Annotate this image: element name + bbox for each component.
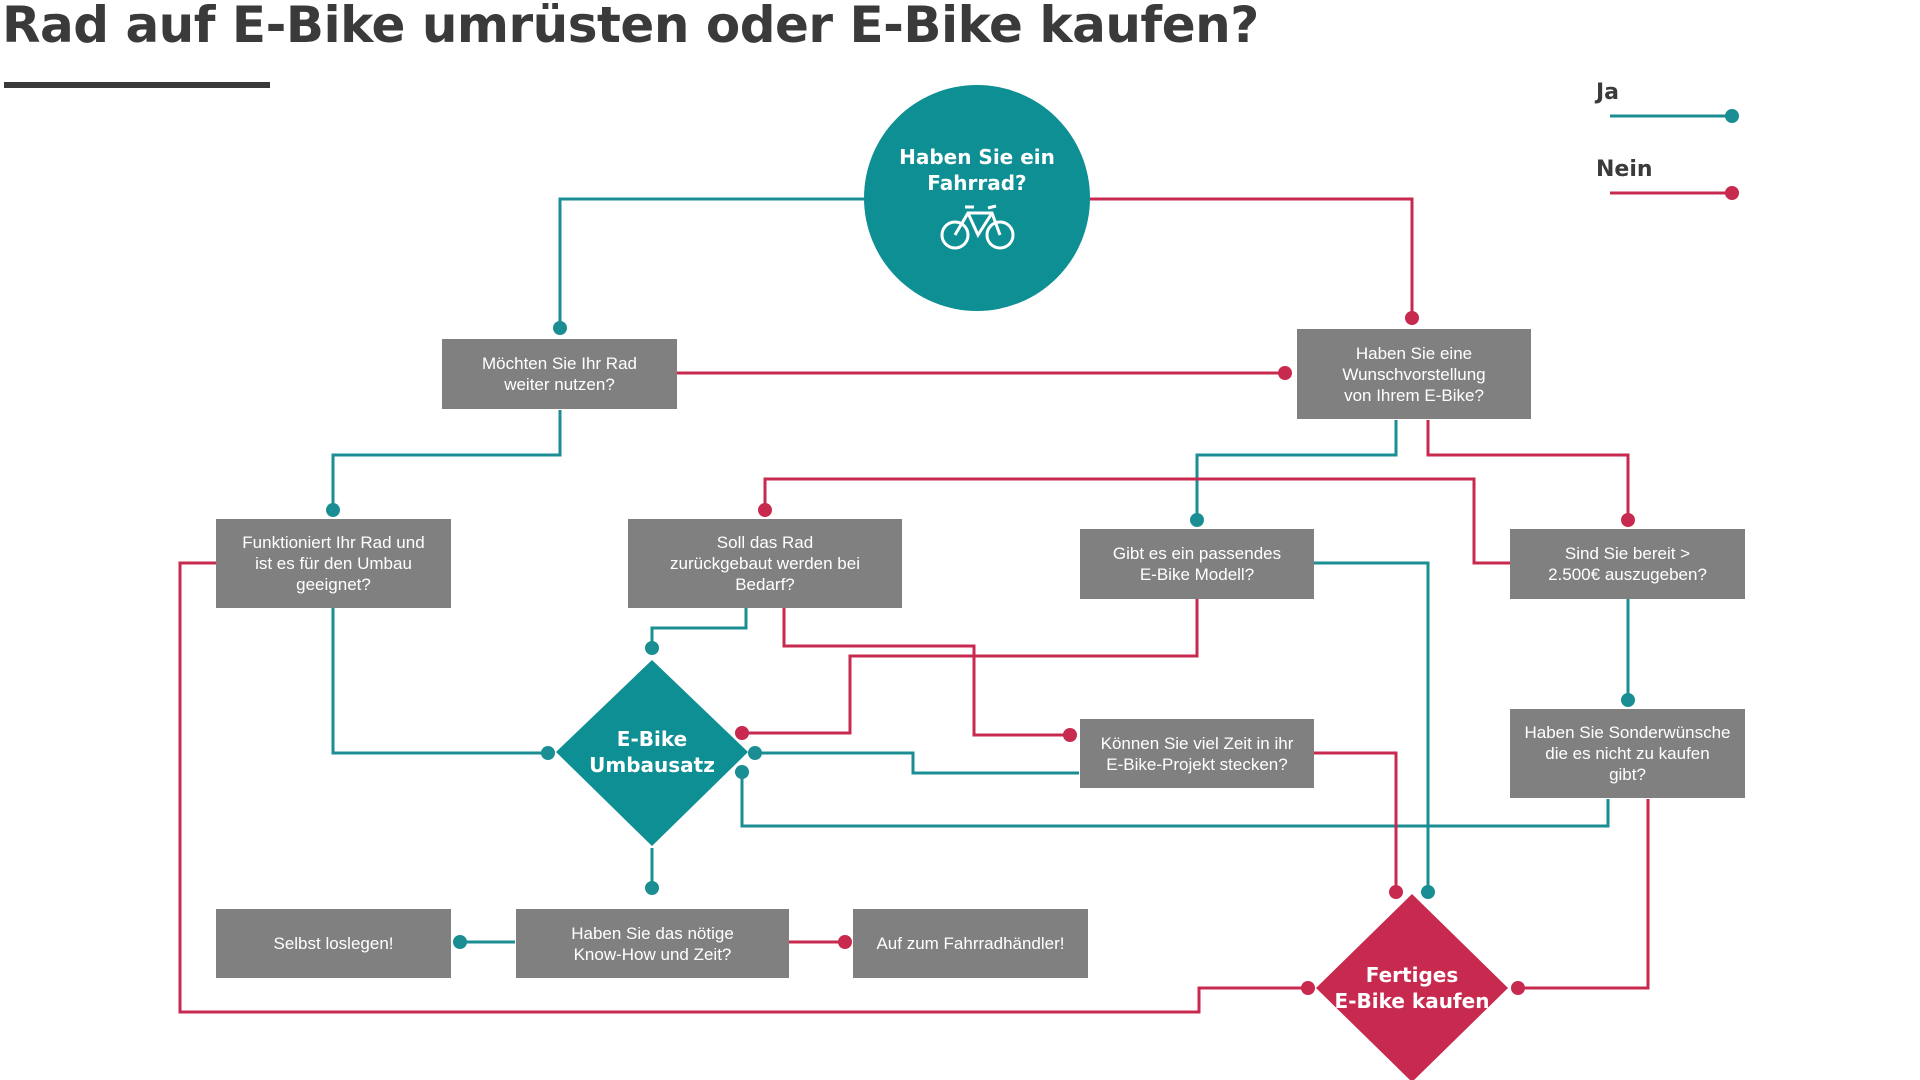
yes-connectors: [331, 197, 1630, 944]
question-wunschvorstellung: Haben Sie eine Wunschvorstellung von Ihr…: [1297, 329, 1531, 419]
connector-zurueckgebaut-to-zeit: [782, 608, 1070, 737]
connector-zeit-to-fertiges: [1313, 751, 1398, 892]
connector-modell-to-umbausatz: [742, 598, 1199, 735]
question-zurueckgebaut: Soll das Rad zurückgebaut werden bei Bed…: [628, 519, 902, 608]
no-connectors: [178, 197, 1650, 1014]
umbausatz-diamond: [556, 660, 748, 846]
connector-bereit-to-zurueckgebaut: [763, 477, 1510, 565]
connector-zurueckgebaut-to-umbausatz: [650, 608, 748, 648]
connector-funktioniert-to-fertiges: [178, 561, 1308, 1014]
page-title: Rad auf E-Bike umrüsten oder E-Bike kauf…: [2, 0, 1259, 54]
connector-start-to-wunsch: [1090, 197, 1414, 318]
connector-sonder-to-umbausatz: [740, 772, 1610, 828]
question-know-how: Haben Sie das nötige Know-How und Zeit?: [516, 909, 789, 978]
no-endpoints: [735, 311, 1635, 995]
question-viel-zeit: Können Sie viel Zeit in ihr E-Bike-Proje…: [1080, 719, 1314, 788]
connector-wunsch-to-bereit: [1426, 420, 1630, 520]
connector-wunsch-to-modell: [1195, 420, 1398, 520]
connector-zeit-to-umbausatz: [755, 751, 1079, 775]
connector-weiter-nutzen-to-funktioniert: [331, 410, 562, 510]
yes-endpoints: [326, 321, 1635, 949]
connector-modell-to-fertiges: [1313, 561, 1430, 892]
fertiges-diamond: [1316, 894, 1508, 1080]
outcome-umbausatz-label: E-Bike Umbausatz: [589, 727, 715, 777]
connector-start-to-weiter-nutzen: [558, 197, 866, 328]
bicycle-icon: [940, 204, 1015, 250]
connector-sonder-to-fertiges: [1518, 799, 1650, 990]
legend-no-dot: [1725, 186, 1739, 200]
legend-yes-dot: [1725, 109, 1739, 123]
question-passendes-modell: Gibt es ein passendes E-Bike Modell?: [1080, 529, 1314, 599]
start-node: [864, 85, 1090, 311]
legend-yes-label: Ja: [1596, 80, 1620, 105]
legend-no-label: Nein: [1596, 157, 1653, 182]
question-bereit-2500: Sind Sie bereit > 2.500€ auszugeben?: [1510, 529, 1745, 599]
outcome-fahrradhaendler: Auf zum Fahrradhändler!: [853, 909, 1088, 978]
outcome-selbst-loslegen: Selbst loslegen!: [216, 909, 451, 978]
question-funktioniert: Funktioniert Ihr Rad und ist es für den …: [216, 519, 451, 608]
connector-funktioniert-to-umbausatz: [331, 608, 548, 755]
title-underline: [4, 82, 270, 88]
outcome-fertiges-label: Fertiges E-Bike kaufen: [1334, 963, 1490, 1013]
question-sonderwuensche: Haben Sie Sonderwünsche die es nicht zu …: [1510, 709, 1745, 798]
question-weiter-nutzen: Möchten Sie Ihr Rad weiter nutzen?: [442, 339, 677, 409]
start-node-label: Haben Sie ein Fahrrad?: [899, 145, 1055, 195]
